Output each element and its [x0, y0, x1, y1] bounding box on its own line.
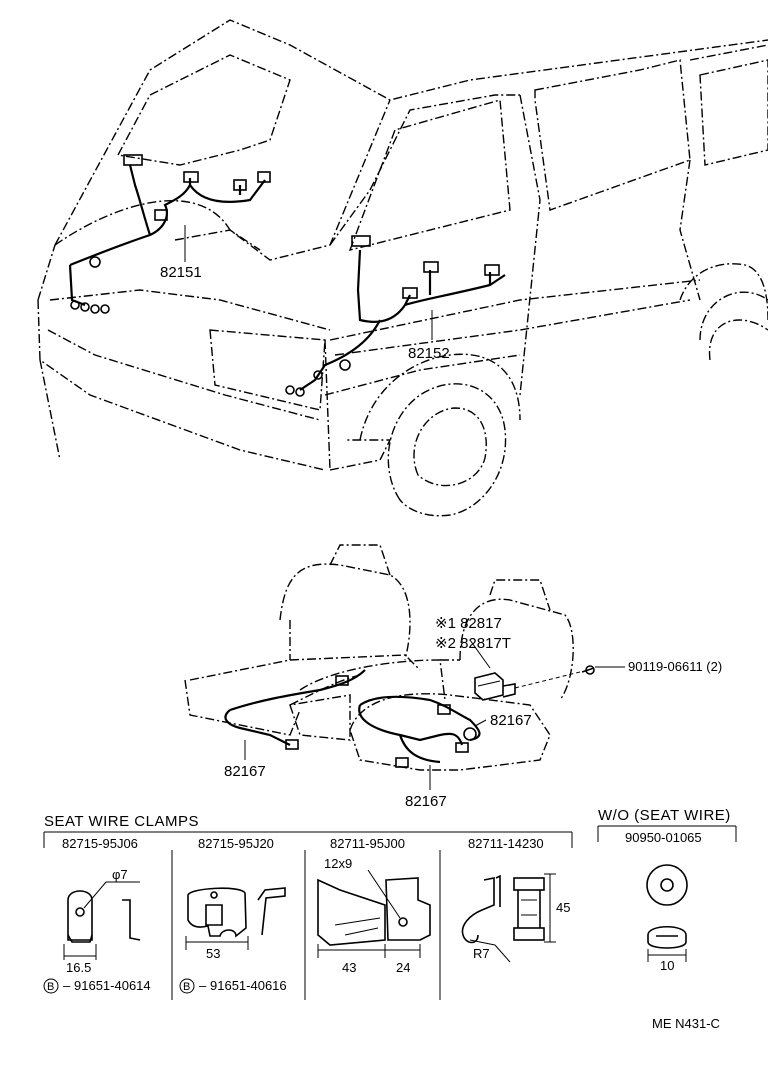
seats-outline: [184, 544, 574, 771]
wo-title: W/O (SEAT WIRE): [598, 807, 731, 824]
clamp-3-dim3: 24: [396, 960, 410, 975]
svg-text:–: –: [199, 978, 207, 993]
harness-side-label: 82152: [408, 345, 450, 362]
wo-dim: 10: [660, 958, 674, 973]
wire-harness-front: 82151: [68, 154, 271, 314]
clamp-1-bolt: 91651-40614: [74, 978, 151, 993]
clamp-2-bolt: 91651-40616: [210, 978, 287, 993]
seat-ref-1: ※1 82817: [435, 615, 502, 632]
clamp-1-dim2: 16.5: [66, 960, 91, 975]
clamps-table: SEAT WIRE CLAMPS 82715-95J06 φ7 16.5 B –…: [43, 813, 573, 1000]
van-outline: [37, 19, 768, 517]
clamp-3-part: 82711-95J00: [330, 836, 405, 851]
clamps-title: SEAT WIRE CLAMPS: [44, 813, 199, 830]
clamp-1-dim1: φ7: [112, 867, 128, 882]
wo-seat-wire: W/O (SEAT WIRE) 90950-01065 10: [597, 807, 737, 973]
svg-text:–: –: [63, 978, 71, 993]
clamp-3-dim1: 12x9: [324, 856, 352, 871]
drawing-code: ME N431-C: [652, 1016, 720, 1031]
wo-part: 90950-01065: [625, 830, 702, 845]
clamp-3-dim2: 43: [342, 960, 356, 975]
clamp-4-part: 82711-14230: [468, 836, 544, 851]
seat-wires: [224, 639, 625, 790]
clamp-1-bolt-mark: B: [47, 981, 54, 993]
seat-wire-right-label: 82167: [490, 712, 532, 729]
screw-label: 90119-06611 (2): [628, 659, 722, 674]
clamp-2-part: 82715-95J20: [198, 836, 274, 851]
wire-harness-side: 82152: [285, 235, 506, 397]
clamp-2-dim1: 53: [206, 946, 220, 961]
clamp-4-dim2: 45: [556, 900, 570, 915]
seat-wire-left-label: 82167: [224, 763, 266, 780]
clamp-2-bolt-mark: B: [183, 981, 190, 993]
harness-front-label: 82151: [160, 264, 202, 281]
clamp-1-part: 82715-95J06: [62, 836, 138, 851]
seat-wire-center-label: 82167: [405, 793, 447, 810]
seat-ref-2: ※2 82817T: [435, 635, 511, 652]
clamp-4-dim1: R7: [473, 946, 490, 961]
